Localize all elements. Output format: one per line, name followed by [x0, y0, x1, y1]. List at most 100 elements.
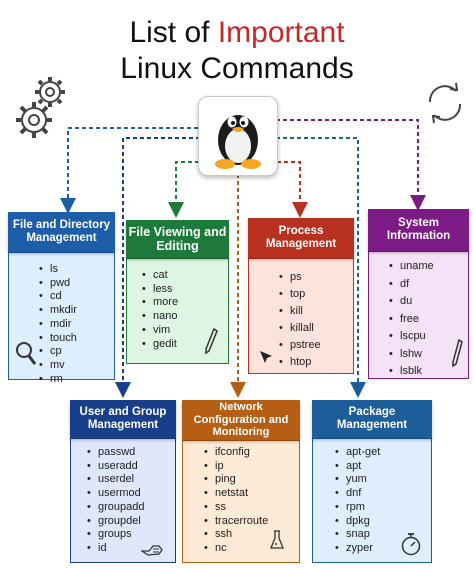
linux-logo: [198, 96, 278, 176]
card-file-viewing-title: File Viewing and Editing: [128, 225, 227, 253]
command-list: passwd useradd userdel usermod groupadd …: [87, 446, 145, 556]
title-plain: List of: [129, 16, 210, 49]
list-item: dpkg: [335, 515, 380, 529]
tux-penguin-icon: [215, 115, 261, 169]
gears-icon: [16, 77, 65, 138]
card-system-info: System Information uname df du free lscp…: [368, 209, 469, 379]
list-item: free: [389, 311, 434, 329]
card-process-body: ps top kill killall pstree htop: [248, 258, 354, 374]
card-file-directory-body: ls pwd cd mkdir mdir touch cp mv rm: [8, 252, 115, 385]
list-item: htop: [279, 354, 321, 371]
list-item: lsblk: [389, 363, 434, 381]
list-item: mdir: [39, 318, 77, 332]
list-item: rm: [39, 373, 77, 387]
list-item: ls: [39, 263, 77, 277]
list-item: groupadd: [87, 501, 145, 515]
card-package: Package Management apt-get apt yum dnf r…: [312, 400, 432, 563]
title-accent: Important: [217, 16, 345, 49]
card-process-title: Process Management: [265, 225, 337, 250]
list-item: ip: [204, 460, 268, 474]
list-item: apt-get: [335, 446, 380, 460]
page-title-line-2: Linux Commands: [120, 52, 354, 85]
page-title-line-1: List of Important: [0, 16, 474, 50]
card-process-heading: Process Management: [248, 218, 354, 258]
list-item: snap: [335, 528, 380, 542]
command-list: apt-get apt yum dnf rpm dpkg snap zyper: [335, 446, 380, 556]
list-item: groups: [87, 528, 145, 542]
card-network: Network Configuration and Monitoring ifc…: [182, 400, 300, 563]
card-user-group-body: passwd useradd userdel usermod groupadd …: [70, 438, 176, 563]
list-item: ss: [204, 501, 268, 515]
card-package-heading: Package Management: [312, 400, 432, 438]
command-list: ls pwd cd mkdir mdir touch cp mv rm: [39, 263, 77, 386]
list-item: dnf: [335, 487, 380, 501]
card-package-body: apt-get apt yum dnf rpm dpkg snap zyper: [312, 438, 432, 563]
stopwatch-icon: [401, 533, 421, 556]
list-item: ssh: [204, 528, 268, 542]
list-item: ps: [279, 269, 321, 286]
list-item: pwd: [39, 277, 77, 291]
card-system-info-body: uname df du free lscpu lshw lsblk: [368, 251, 469, 379]
list-item: gedit: [142, 338, 178, 352]
list-item: usermod: [87, 487, 145, 501]
list-item: mv: [39, 359, 77, 373]
card-user-group-heading: User and Group Management: [70, 400, 176, 438]
list-item: more: [142, 296, 178, 310]
list-item: ping: [204, 473, 268, 487]
card-file-directory-title: File and Directory Management: [12, 219, 111, 244]
list-item: zyper: [335, 542, 380, 556]
pencil-icon: [205, 327, 218, 355]
command-list: uname df du free lscpu lshw lsblk: [389, 258, 434, 381]
list-item: rpm: [335, 501, 380, 515]
card-file-viewing-heading: File Viewing and Editing: [126, 220, 229, 258]
list-item: uname: [389, 258, 434, 276]
list-item: ifconfig: [204, 446, 268, 460]
card-network-heading: Network Configuration and Monitoring: [182, 400, 300, 440]
pointer-icon: [260, 351, 272, 363]
command-list: ifconfig ip ping netstat ss tracerroute …: [204, 446, 268, 556]
list-item: top: [279, 286, 321, 303]
list-item: passwd: [87, 446, 145, 460]
list-item: cp: [39, 345, 77, 359]
list-item: less: [142, 283, 178, 297]
card-user-group-title: User and Group Management: [79, 406, 167, 431]
card-network-title: Network Configuration and Monitoring: [193, 401, 289, 439]
list-item: lshw: [389, 346, 434, 364]
list-item: vim: [142, 324, 178, 338]
magnifier-icon: [16, 342, 37, 365]
command-list: cat less more nano vim gedit: [142, 269, 178, 351]
list-item: tracerroute: [204, 515, 268, 529]
wire-file-directory: [60, 127, 198, 214]
list-item: df: [389, 276, 434, 294]
hand-icon: [141, 545, 163, 556]
card-process: Process Management ps top kill killall p…: [248, 218, 354, 374]
list-item: lscpu: [389, 328, 434, 346]
list-item: apt: [335, 460, 380, 474]
list-item: kill: [279, 303, 321, 320]
card-file-directory: File and Directory Management ls pwd cd …: [8, 212, 115, 385]
list-item: netstat: [204, 487, 268, 501]
list-item: userdel: [87, 473, 145, 487]
list-item: du: [389, 293, 434, 311]
list-item: killall: [279, 320, 321, 337]
list-item: pstree: [279, 337, 321, 354]
flask-icon: [270, 530, 284, 549]
list-item: nc: [204, 542, 268, 556]
list-item: id: [87, 542, 145, 556]
card-system-info-title: System Information: [386, 217, 451, 242]
cycle-arrows-icon: [428, 82, 462, 124]
command-list: ps top kill killall pstree htop: [279, 269, 321, 371]
card-system-info-heading: System Information: [368, 209, 469, 251]
card-network-body: ifconfig ip ping netstat ss tracerroute …: [182, 440, 300, 563]
list-item: useradd: [87, 460, 145, 474]
card-user-group: User and Group Management passwd useradd…: [70, 400, 176, 563]
card-package-title: Package Management: [336, 406, 408, 431]
list-item: cd: [39, 290, 77, 304]
wire-system-info: [276, 119, 426, 211]
card-file-viewing: File Viewing and Editing cat less more n…: [126, 220, 229, 364]
list-item: touch: [39, 332, 77, 346]
card-file-directory-heading: File and Directory Management: [8, 212, 115, 252]
card-file-viewing-body: cat less more nano vim gedit: [126, 258, 229, 364]
list-item: mkdir: [39, 304, 77, 318]
pencil-icon: [452, 338, 463, 368]
